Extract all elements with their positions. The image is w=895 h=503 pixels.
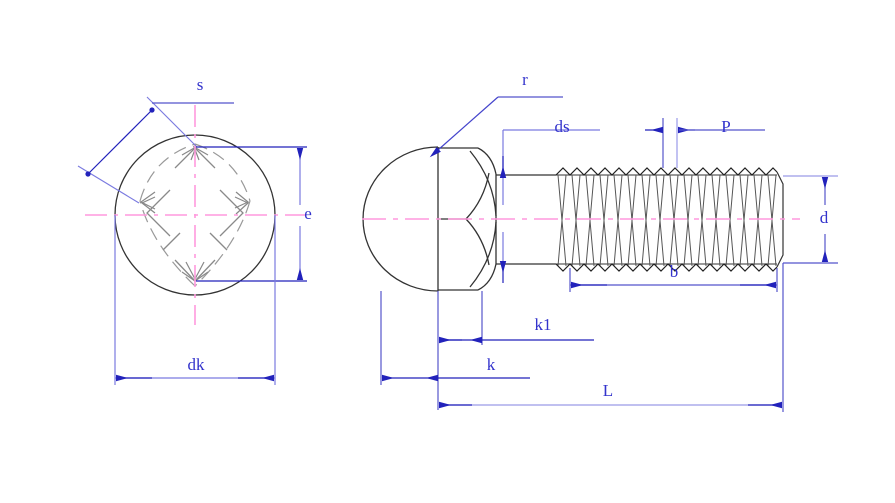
dimension-r: r [429, 70, 563, 158]
dimension-label-e: e [304, 204, 312, 223]
dimension-k1: k1 [437, 291, 594, 345]
side-view: r ds P d [362, 70, 838, 412]
dimension-label-l: L [603, 381, 613, 400]
dimension-p: P [645, 117, 765, 168]
dimension-label-r: r [522, 70, 528, 89]
dimension-label-b: b [670, 262, 679, 281]
dimension-label-d: d [820, 208, 829, 227]
dimension-label-k1: k1 [535, 315, 552, 334]
dimension-l: L [438, 263, 784, 412]
dimension-label-s: s [197, 75, 204, 94]
dimension-r-leader-diagonal [429, 96, 499, 158]
dimension-d: d [783, 175, 838, 264]
dimension-dk: dk [114, 215, 276, 385]
dimension-label-ds: ds [554, 117, 569, 136]
dimension-b: b [569, 262, 778, 292]
dimension-ds: ds [499, 117, 600, 283]
threaded-shank [555, 167, 784, 272]
dimension-label-k: k [487, 355, 496, 374]
dimension-label-p: P [721, 117, 730, 136]
dimension-label-dk: dk [188, 355, 206, 374]
dimension-s-ext-1 [146, 96, 197, 147]
dimension-s-ext-2 [77, 165, 140, 204]
front-view: s e dk [77, 75, 312, 385]
dimension-s-line [85, 107, 155, 177]
dimension-e: e [196, 146, 312, 282]
dimension-k: k [380, 291, 530, 410]
dimension-s: s [77, 75, 234, 204]
